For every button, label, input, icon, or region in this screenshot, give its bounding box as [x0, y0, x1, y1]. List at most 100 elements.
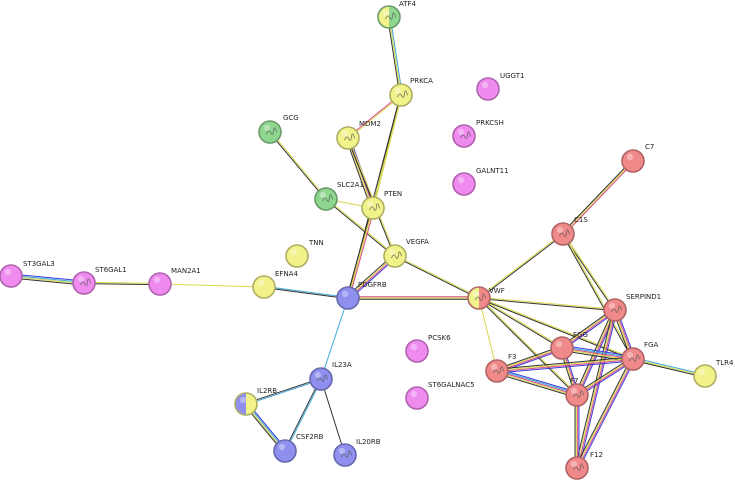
- node-label: ST3GAL3: [23, 260, 55, 268]
- node-highlight: [382, 9, 390, 17]
- node-highlight: [153, 276, 161, 284]
- edge-strand: [325, 199, 395, 257]
- node-fill-right: [479, 287, 490, 309]
- edge-strand: [562, 160, 634, 235]
- node-slc2a1[interactable]: SLC2A1: [314, 181, 364, 211]
- edge-strand: [246, 379, 322, 406]
- edge-strand: [347, 207, 374, 299]
- edge-strand: [497, 360, 634, 374]
- edge-strand: [270, 131, 327, 199]
- edge-strand: [496, 356, 633, 370]
- node-fill-left: [378, 6, 389, 28]
- edge-strand: [285, 379, 323, 452]
- node-highlight: [472, 290, 480, 298]
- node-vwf[interactable]: VWF: [467, 286, 505, 310]
- node-circle: [452, 172, 476, 196]
- node-highlight: [341, 130, 349, 138]
- node-highlight: [410, 390, 418, 398]
- edge-strand: [11, 274, 85, 283]
- edge-strand: [561, 234, 633, 360]
- edge-strand: [387, 17, 401, 96]
- node-pdgfrb[interactable]: PDGFRB: [336, 281, 387, 310]
- node-fgg[interactable]: FGG: [550, 331, 588, 360]
- node-il23a[interactable]: IL23A: [309, 361, 352, 391]
- node-label: F7: [570, 377, 578, 385]
- node-highlight: [457, 176, 465, 184]
- node-fga[interactable]: FGA: [621, 341, 658, 371]
- edge-strand: [574, 309, 614, 468]
- edge-strand: [478, 298, 615, 312]
- edge-strand: [562, 344, 634, 357]
- node-st6gal1[interactable]: ST6GAL1: [72, 266, 127, 295]
- node-highlight: [388, 248, 396, 256]
- edge-F3-F7: [496, 368, 578, 398]
- node-label: ST6GAL1: [95, 266, 127, 274]
- node-prkca[interactable]: PRKCA: [389, 77, 433, 107]
- node-label: FGG: [573, 331, 588, 339]
- node-c1s[interactable]: C1S: [551, 216, 588, 246]
- edge-FGA-F12: [574, 357, 636, 470]
- node-atf4[interactable]: ATF4: [377, 0, 417, 29]
- node-circle: [273, 439, 297, 463]
- edge-strand: [388, 16, 402, 96]
- edge-strand: [479, 297, 578, 395]
- node-gcg[interactable]: GCG: [258, 114, 299, 144]
- edge-strand: [632, 358, 706, 377]
- edge-strand: [479, 297, 563, 348]
- node-galnt11[interactable]: GALNT11: [452, 167, 509, 196]
- node-pten[interactable]: PTEN: [361, 190, 402, 220]
- edge-strand: [478, 297, 498, 372]
- node-serpind1[interactable]: SERPIND1: [603, 293, 661, 322]
- node-highlight: [626, 153, 634, 161]
- node-f7[interactable]: F7: [565, 377, 589, 407]
- node-label: C7: [645, 143, 654, 151]
- node-circle: [148, 272, 172, 296]
- node-label: PTEN: [384, 190, 402, 198]
- node-highlight: [290, 248, 298, 256]
- node-pcsk6[interactable]: PCSK6: [405, 334, 451, 363]
- node-fill-right: [389, 6, 400, 28]
- node-uggt1[interactable]: UGGT1: [476, 72, 524, 101]
- edge-VWF-SERPIND1: [478, 296, 616, 312]
- node-label: PCSK6: [428, 334, 451, 342]
- edge-strand: [345, 138, 372, 209]
- node-c7[interactable]: C7: [621, 143, 654, 173]
- node-f3[interactable]: F3: [485, 353, 516, 383]
- edge-SERPIND1-F12: [574, 309, 618, 469]
- edge-strand: [578, 310, 618, 469]
- edge-PTEN-PDGFRB: [346, 207, 375, 299]
- node-circle: [285, 244, 309, 268]
- node-prkcsh[interactable]: PRKCSH: [452, 119, 504, 148]
- node-highlight: [263, 124, 271, 132]
- node-tnn[interactable]: TNN: [285, 239, 324, 268]
- node-il2rb[interactable]: IL2RB: [234, 387, 277, 416]
- node-label: VEGFA: [406, 238, 429, 246]
- edge-strand: [159, 283, 265, 288]
- node-efna4[interactable]: EFNA4: [252, 270, 298, 299]
- node-highlight: [410, 343, 418, 351]
- edge-strand: [496, 357, 633, 371]
- edge-strand: [10, 277, 84, 286]
- node-label: ST6GALNAC5: [428, 381, 475, 389]
- node-il20rb[interactable]: IL20RB: [333, 438, 381, 467]
- node-label: IL20RB: [356, 438, 381, 446]
- edge-IL23A-IL2RB: [245, 377, 322, 406]
- node-label: VWF: [489, 287, 505, 295]
- structure-icon: [611, 305, 623, 313]
- node-vegfa[interactable]: VEGFA: [383, 238, 429, 268]
- structure-icon: [317, 374, 329, 382]
- node-mdm2[interactable]: MDM2: [336, 120, 381, 150]
- node-man2a1[interactable]: MAN2A1: [148, 267, 201, 296]
- edge-strand: [348, 208, 375, 299]
- node-csf2rb[interactable]: CSF2RB: [273, 433, 324, 463]
- edge-VWF-FGG: [478, 297, 563, 349]
- structure-icon: [369, 203, 381, 211]
- node-st6galnac5[interactable]: ST6GALNAC5: [405, 381, 475, 410]
- node-f12[interactable]: F12: [565, 451, 603, 480]
- node-st3gal3[interactable]: ST3GAL3: [0, 260, 55, 288]
- edge-strand: [497, 368, 578, 393]
- edge-strand: [245, 377, 321, 404]
- node-tlr4[interactable]: TLR4: [693, 359, 734, 388]
- edge-MAN2A1-EFNA4: [159, 283, 265, 288]
- edge-strand: [632, 359, 705, 378]
